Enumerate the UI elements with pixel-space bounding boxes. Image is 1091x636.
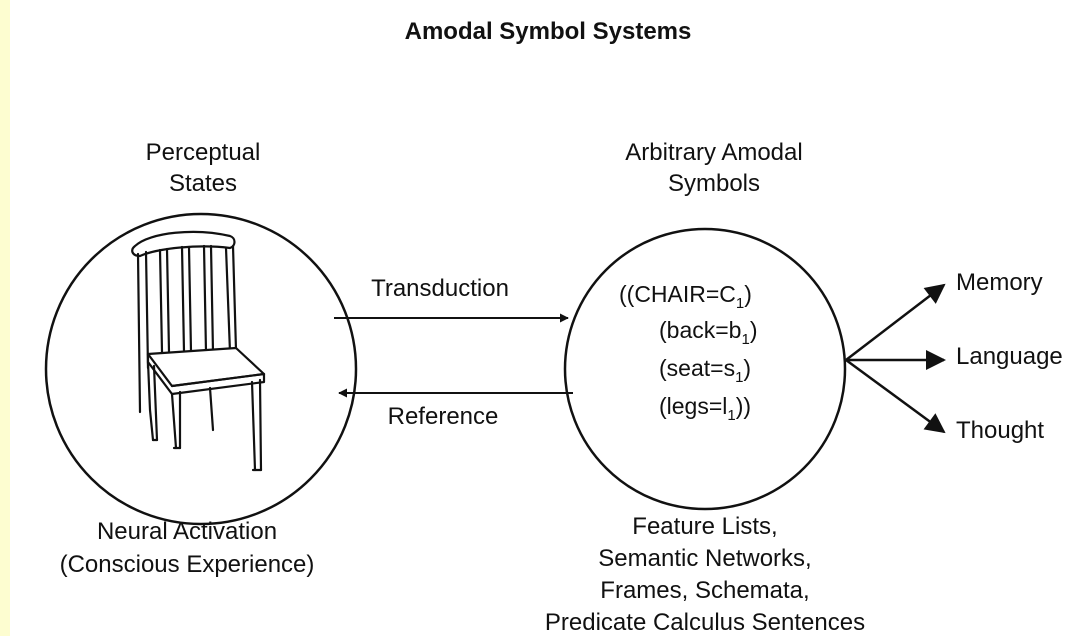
symbol-seat: (seat=s1) [659, 355, 751, 386]
perceptual-caption-line-2: (Conscious Experience) [60, 551, 315, 578]
symbol-back: (back=b1) [659, 317, 757, 348]
amodal-caption-line-2: Semantic Networks, [598, 545, 811, 572]
perceptual-caption-line-1: Neural Activation [97, 518, 277, 545]
amodal-symbols-circle [563, 227, 847, 511]
symbol-legs: (legs=l1)) [659, 393, 751, 424]
perceptual-states-circle [44, 212, 358, 526]
amodal-caption-line-1: Feature Lists, [632, 513, 777, 540]
amodal-heading-line-2: Symbols [668, 170, 760, 197]
amodal-caption-line-4: Predicate Calculus Sentences [545, 609, 865, 636]
reference-label: Reference [388, 403, 499, 430]
memory-arrow [845, 283, 946, 361]
amodal-heading-line-1: Arbitrary Amodal [625, 139, 802, 166]
symbol-chair: ((CHAIR=C1) [619, 281, 752, 312]
perceptual-heading-line-1: Perceptual [146, 139, 261, 166]
output-memory: Memory [956, 269, 1043, 296]
thought-arrow [845, 358, 946, 434]
diagram-title: Amodal Symbol Systems [405, 18, 692, 45]
perceptual-heading-line-2: States [169, 170, 237, 197]
transduction-label: Transduction [371, 275, 509, 302]
amodal-caption-line-3: Frames, Schemata, [600, 577, 809, 604]
chair-icon [131, 230, 266, 472]
output-thought: Thought [956, 417, 1044, 444]
output-language: Language [956, 343, 1063, 370]
